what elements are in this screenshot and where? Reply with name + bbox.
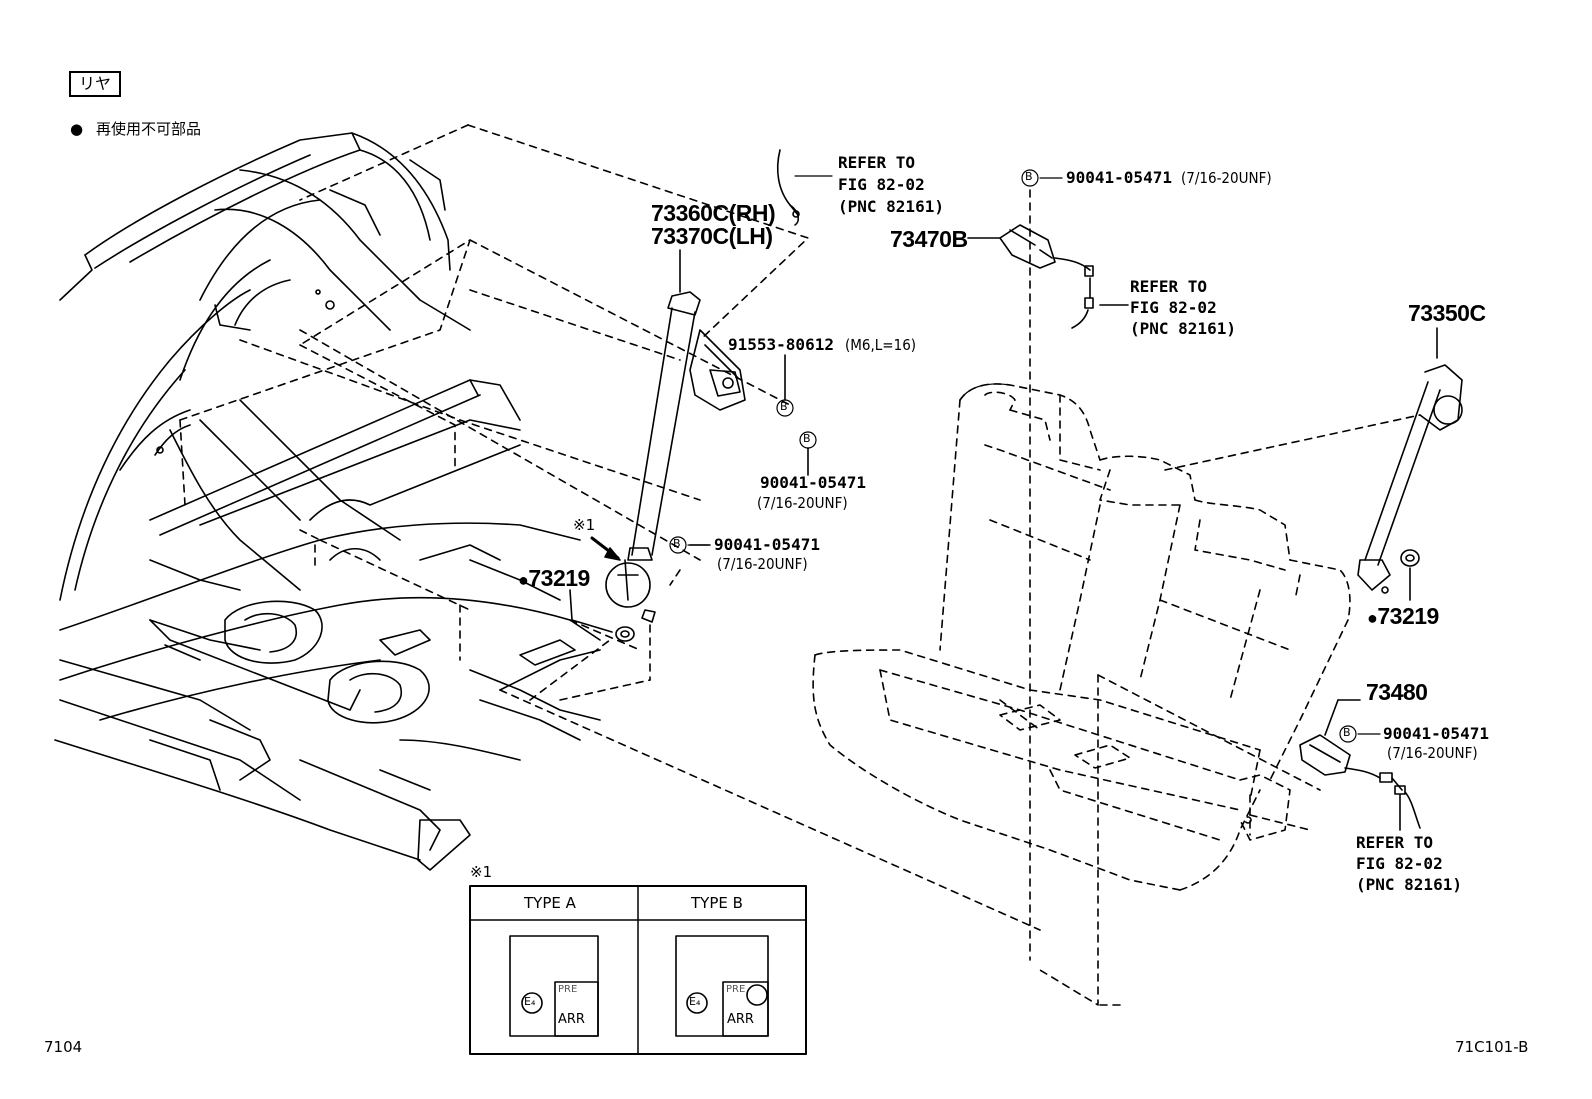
note-mark-1: ※1 [573,516,596,534]
callout-90041-05471-top-spec: (7/16-20UNF) [1181,169,1272,187]
callout-73470b: 73470B [890,226,968,252]
inset-b-tag-line2: ARR [727,1012,754,1027]
refer-bottom-line1: REFER TO [1356,833,1434,852]
refer-mid-line1: REFER TO [1130,277,1208,296]
legend-dot-symbol: ● [70,120,84,138]
bolt-markers [669,169,1357,743]
bolt-marker-b-1: B [780,400,788,413]
callout-73219-right: ●73219 [1367,603,1439,629]
right-buckle-drawing [1299,699,1421,831]
area-label-rear: リヤ [69,71,122,97]
callout-90041-05471-right: 90041-05471 [1383,724,1489,743]
callout-90041-05471-a-spec: (7/16-20UNF) [757,494,848,512]
inset-a-circle-tag: E₄ [524,995,536,1008]
center-buckle-drawing [967,224,1129,329]
refer-top-line1: REFER TO [838,153,916,172]
callout-90041-05471-a: 90041-05471 [760,473,866,492]
callout-73350c: 73350C [1408,300,1486,326]
rear-seat-belt-outer-drawing [590,149,800,642]
bolt-marker-b-5: B [1343,726,1351,739]
refer-bottom-line2: FIG 82-02 [1356,854,1443,873]
callout-90041-05471-b-spec: (7/16-20UNF) [717,555,808,573]
callout-91553-80612: 91553-80612 [728,335,834,354]
leader-guides-left [179,124,1041,931]
refer-top-line3: (PNC 82161) [838,197,944,216]
footer-right-code: 71C101-B [1455,1038,1529,1056]
callout-73480: 73480 [1366,679,1428,705]
vehicle-body-drawing [54,132,601,871]
callout-73370c-lh: 73370C(LH) [651,223,773,249]
non-reusable-dot: ● [518,570,529,590]
callout-90041-05471-top: 90041-05471 [1066,168,1172,187]
callout-73219-left: ●73219 [518,565,590,591]
inset-type-b: TYPE B [691,894,743,912]
inset-a-tag-line1: PRE [558,984,578,995]
inset-a-tag-line2: ARR [558,1012,585,1027]
bolt-marker-b-2: B [803,432,811,445]
inset-type-a: TYPE A [524,894,576,912]
inset-type-box [469,885,807,1055]
inset-b-tag-line1: PRE [726,984,746,995]
inset-note-mark: ※1 [470,863,493,881]
legend-non-reusable-text: 再使用不可部品 [96,120,202,138]
footer-left-code: 7104 [44,1038,83,1056]
refer-bottom-line3: (PNC 82161) [1356,875,1462,894]
callout-90041-05471-b: 90041-05471 [714,535,820,554]
bolt-marker-b-3: B [673,537,681,550]
rear-seat-belt-right-drawing [1357,327,1463,601]
refer-mid-line2: FIG 82-02 [1130,298,1217,317]
callout-73360c-rh: 73360C(RH) [651,200,776,226]
refer-mid-line3: (PNC 82161) [1130,319,1236,338]
callout-91553-spec: (M6,L=16) [845,336,917,354]
rear-seat-drawing [812,189,1421,1006]
non-reusable-dot: ● [1367,608,1378,628]
inset-b-circle-tag: E₄ [689,995,701,1008]
bolt-marker-b-4: B [1025,170,1033,183]
callout-90041-05471-right-spec: (7/16-20UNF) [1387,744,1478,762]
refer-top-line2: FIG 82-02 [838,175,925,194]
